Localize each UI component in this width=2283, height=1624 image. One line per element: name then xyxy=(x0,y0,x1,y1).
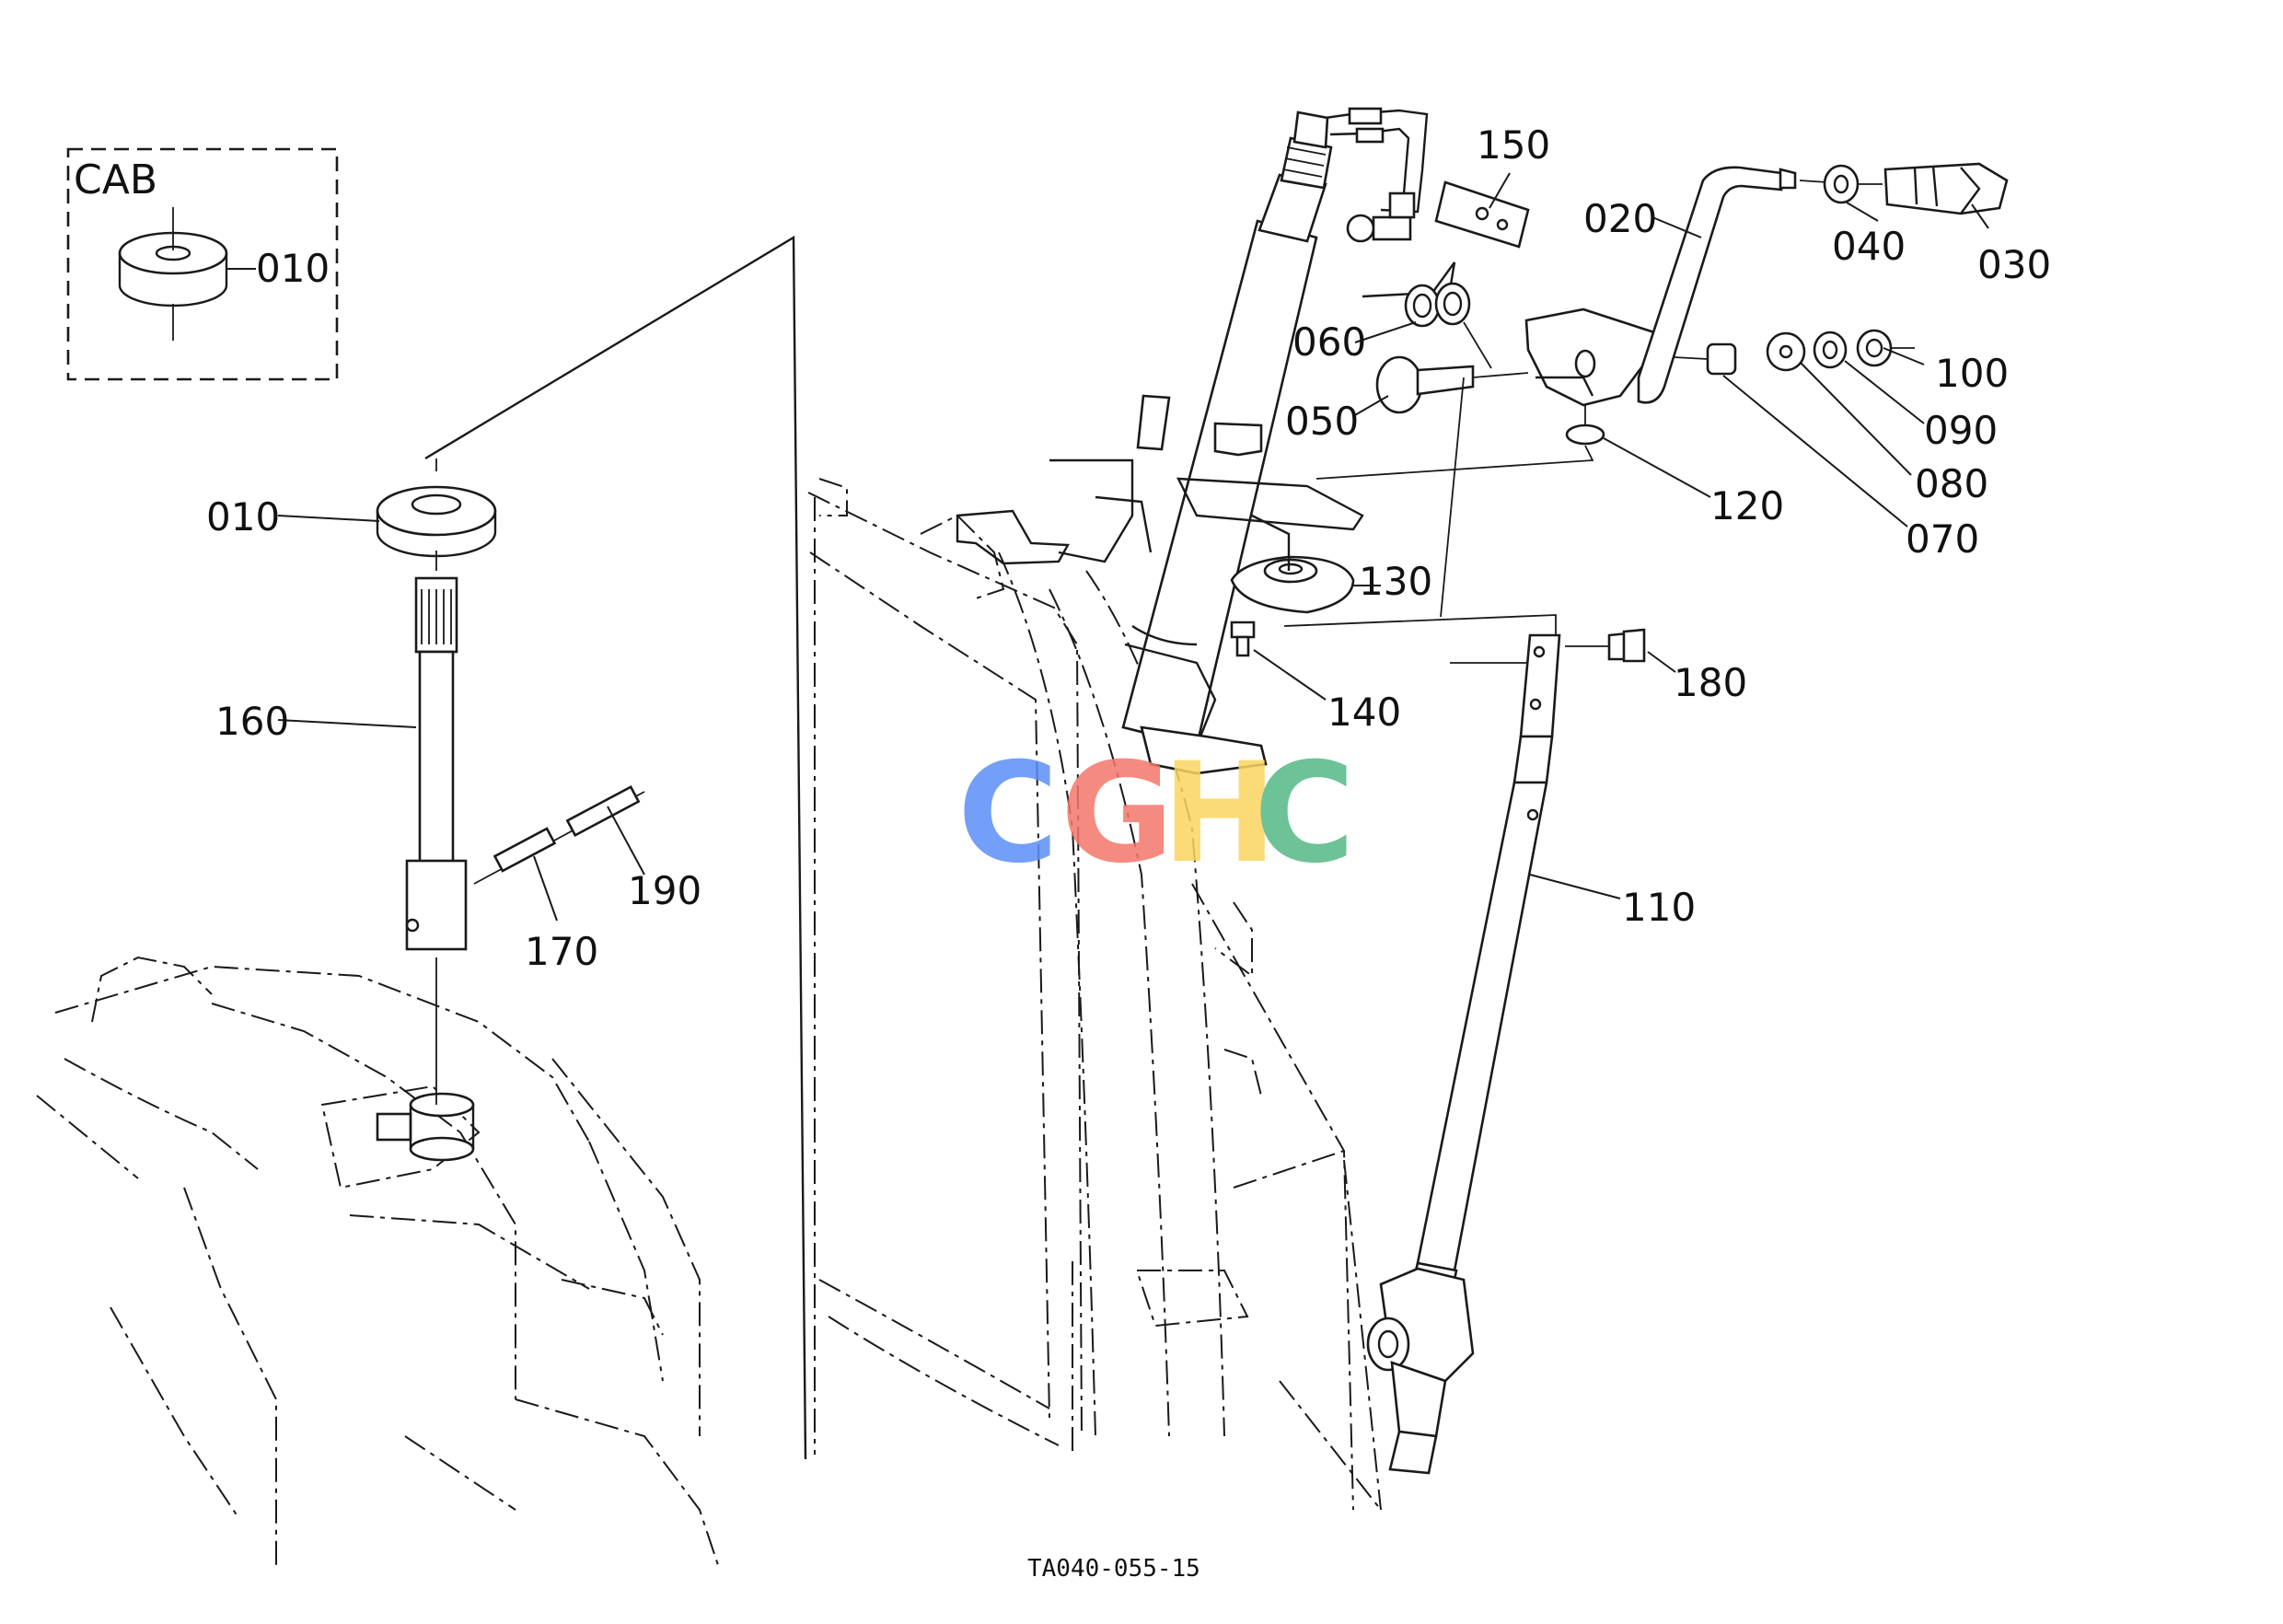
column-assembly xyxy=(956,107,2009,775)
part-label-040: 040 xyxy=(1832,224,1906,269)
part-label-050: 050 xyxy=(1285,399,1359,444)
part-label-190: 190 xyxy=(628,868,701,913)
part-label-010-inset: 010 xyxy=(256,246,330,291)
part-label-010: 010 xyxy=(206,494,280,539)
part-label-160: 160 xyxy=(215,699,289,744)
cab-inset: CAB xyxy=(66,147,339,381)
part-label-110: 110 xyxy=(1622,885,1696,930)
part-label-180: 180 xyxy=(1674,660,1747,705)
part-label-020: 020 xyxy=(1583,196,1657,241)
rod-assembly xyxy=(1366,628,1646,1475)
shift-shaft-assembly xyxy=(376,458,645,1105)
part-label-130: 130 xyxy=(1359,559,1432,604)
part-label-070: 070 xyxy=(1906,516,1979,562)
part-label-030: 030 xyxy=(1977,242,2051,287)
part-label-150: 150 xyxy=(1477,122,1550,168)
part-label-060: 060 xyxy=(1292,319,1366,365)
part-label-120: 120 xyxy=(1710,483,1784,528)
part-label-140: 140 xyxy=(1327,690,1401,735)
part-label-080: 080 xyxy=(1915,461,1988,506)
watermark-letter-2: G xyxy=(1060,734,1174,894)
watermark: C G H C xyxy=(957,734,1355,894)
watermark-letter-4: C xyxy=(1254,734,1355,894)
drawing-code: TA040-055-15 xyxy=(1027,1555,1200,1583)
transmission-housing xyxy=(36,956,719,1566)
part-label-090: 090 xyxy=(1924,408,1998,453)
watermark-letter-1: C xyxy=(957,734,1059,894)
frame-outline xyxy=(424,235,1382,1511)
leader-lines xyxy=(277,172,1989,922)
watermark-letter-3: H xyxy=(1162,734,1278,894)
part-label-100: 100 xyxy=(1935,351,2009,396)
part-labels: 010 010 160 170 190 150 020 040 030 060 … xyxy=(206,122,2051,974)
part-label-170: 170 xyxy=(525,929,598,974)
cab-inset-title: CAB xyxy=(74,157,157,203)
